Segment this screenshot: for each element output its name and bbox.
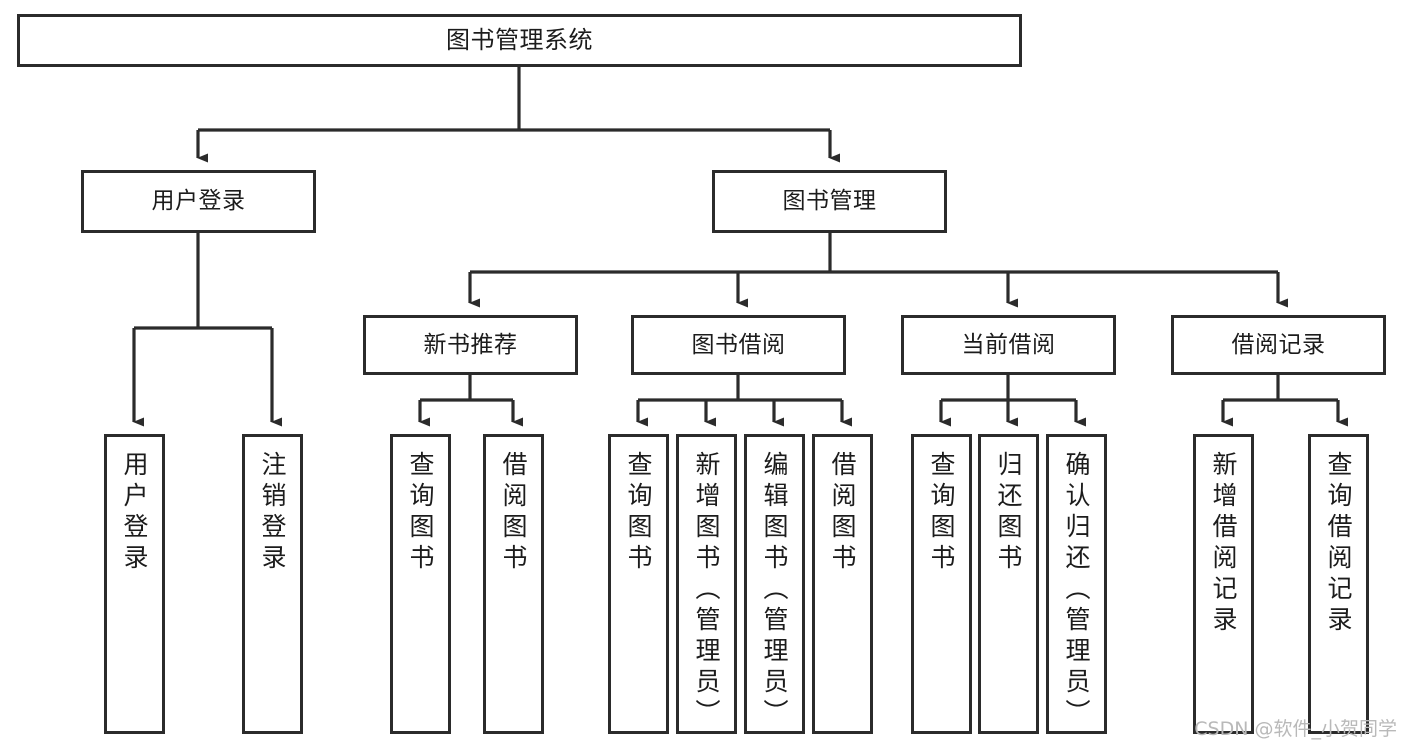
node-user-login[interactable]: 用户登录 (81, 170, 316, 233)
node-label: 查询图书 (927, 451, 956, 575)
leaf-record-add-borrow-record[interactable]: 新增借阅记录 (1193, 434, 1254, 734)
node-label: 确认归还（管理员） (1062, 451, 1091, 730)
leaf-current-confirm-return-admin[interactable]: 确认归还（管理员） (1046, 434, 1107, 734)
leaf-borrow-query-book[interactable]: 查询图书 (608, 434, 669, 734)
leaf-recommend-borrow-book[interactable]: 借阅图书 (483, 434, 544, 734)
node-book-borrow[interactable]: 图书借阅 (631, 315, 846, 375)
node-label: 新增借阅记录 (1209, 451, 1238, 637)
watermark-text: CSDN @软件_小贺同学 (1194, 718, 1397, 740)
leaf-current-query-book[interactable]: 查询图书 (911, 434, 972, 734)
node-label: 图书管理 (782, 188, 877, 215)
node-label: 借阅图书 (499, 451, 528, 575)
node-label: 查询借阅记录 (1324, 451, 1353, 637)
leaf-current-return-book[interactable]: 归还图书 (978, 434, 1039, 734)
leaf-borrow-edit-book-admin[interactable]: 编辑图书（管理员） (744, 434, 805, 734)
node-label: 用户登录 (151, 188, 246, 215)
node-label: 用户登录 (120, 451, 149, 575)
node-label: 新增图书（管理员） (692, 451, 721, 730)
node-label: 图书借阅 (691, 331, 786, 358)
node-book-management[interactable]: 图书管理 (712, 170, 947, 233)
node-label: 图书管理系统 (446, 25, 593, 54)
node-label: 新书推荐 (423, 331, 518, 358)
node-label: 当前借阅 (961, 331, 1056, 358)
node-borrow-record[interactable]: 借阅记录 (1171, 315, 1386, 375)
leaf-borrow-add-book-admin[interactable]: 新增图书（管理员） (676, 434, 737, 734)
node-label: 借阅记录 (1231, 331, 1326, 358)
leaf-borrow-borrow-book[interactable]: 借阅图书 (812, 434, 873, 734)
leaf-user-login-signin[interactable]: 用户登录 (104, 434, 165, 734)
leaf-record-query-borrow-record[interactable]: 查询借阅记录 (1308, 434, 1369, 734)
node-label: 编辑图书（管理员） (760, 451, 789, 730)
leaf-user-login-signout[interactable]: 注销登录 (242, 434, 303, 734)
node-label: 注销登录 (258, 451, 287, 575)
node-root-system[interactable]: 图书管理系统 (17, 14, 1022, 67)
node-label: 查询图书 (624, 451, 653, 575)
node-label: 归还图书 (994, 451, 1023, 575)
leaf-recommend-query-book[interactable]: 查询图书 (390, 434, 451, 734)
node-new-book-recommend[interactable]: 新书推荐 (363, 315, 578, 375)
node-current-borrow[interactable]: 当前借阅 (901, 315, 1116, 375)
node-label: 借阅图书 (828, 451, 857, 575)
node-label: 查询图书 (406, 451, 435, 575)
